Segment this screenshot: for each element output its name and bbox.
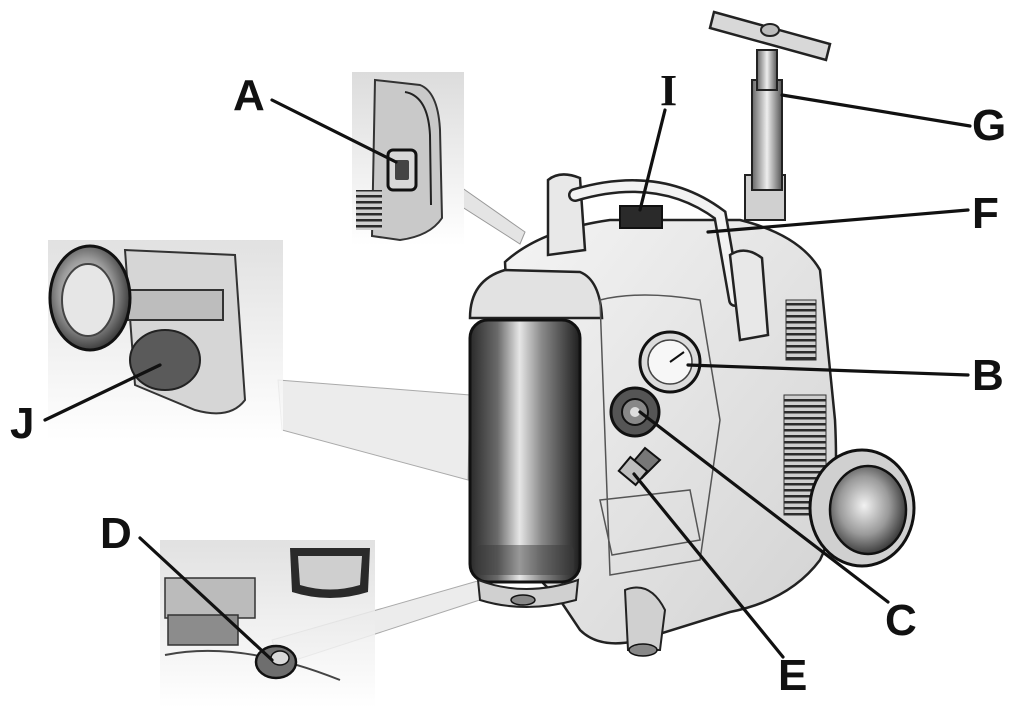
- callout-i: I: [660, 66, 677, 115]
- leader-c: [638, 410, 890, 604]
- detail-wheel: [48, 240, 471, 481]
- pressure-gauge: [638, 330, 702, 394]
- callout-labels: A I G F B J D C E: [10, 66, 1006, 700]
- callout-a: A: [233, 71, 265, 120]
- callout-f: F: [972, 189, 999, 238]
- leader-j: [43, 363, 162, 422]
- leader-lines: [43, 93, 972, 662]
- air-tank: [468, 318, 582, 584]
- carry-handle: [546, 173, 770, 342]
- leader-d: [138, 536, 274, 662]
- leader-e: [632, 472, 785, 659]
- wheel: [808, 448, 916, 568]
- callout-c: C: [885, 596, 917, 645]
- leader-f: [706, 208, 970, 234]
- detail-power-switch: [352, 72, 526, 246]
- leader-b: [686, 363, 970, 377]
- callout-d: D: [100, 509, 132, 558]
- callout-b: B: [972, 351, 1004, 400]
- telescoping-handle: [708, 10, 832, 221]
- leader-g: [780, 93, 972, 128]
- leader-a: [270, 98, 398, 164]
- detail-drain-valve: [160, 540, 493, 708]
- compressor-unit: [468, 10, 916, 657]
- leader-i: [638, 108, 667, 212]
- callout-e: E: [778, 651, 807, 700]
- callout-g: G: [972, 101, 1006, 150]
- regulator-knob: [609, 386, 661, 438]
- callout-j: J: [10, 399, 34, 448]
- quick-coupler: [617, 446, 662, 487]
